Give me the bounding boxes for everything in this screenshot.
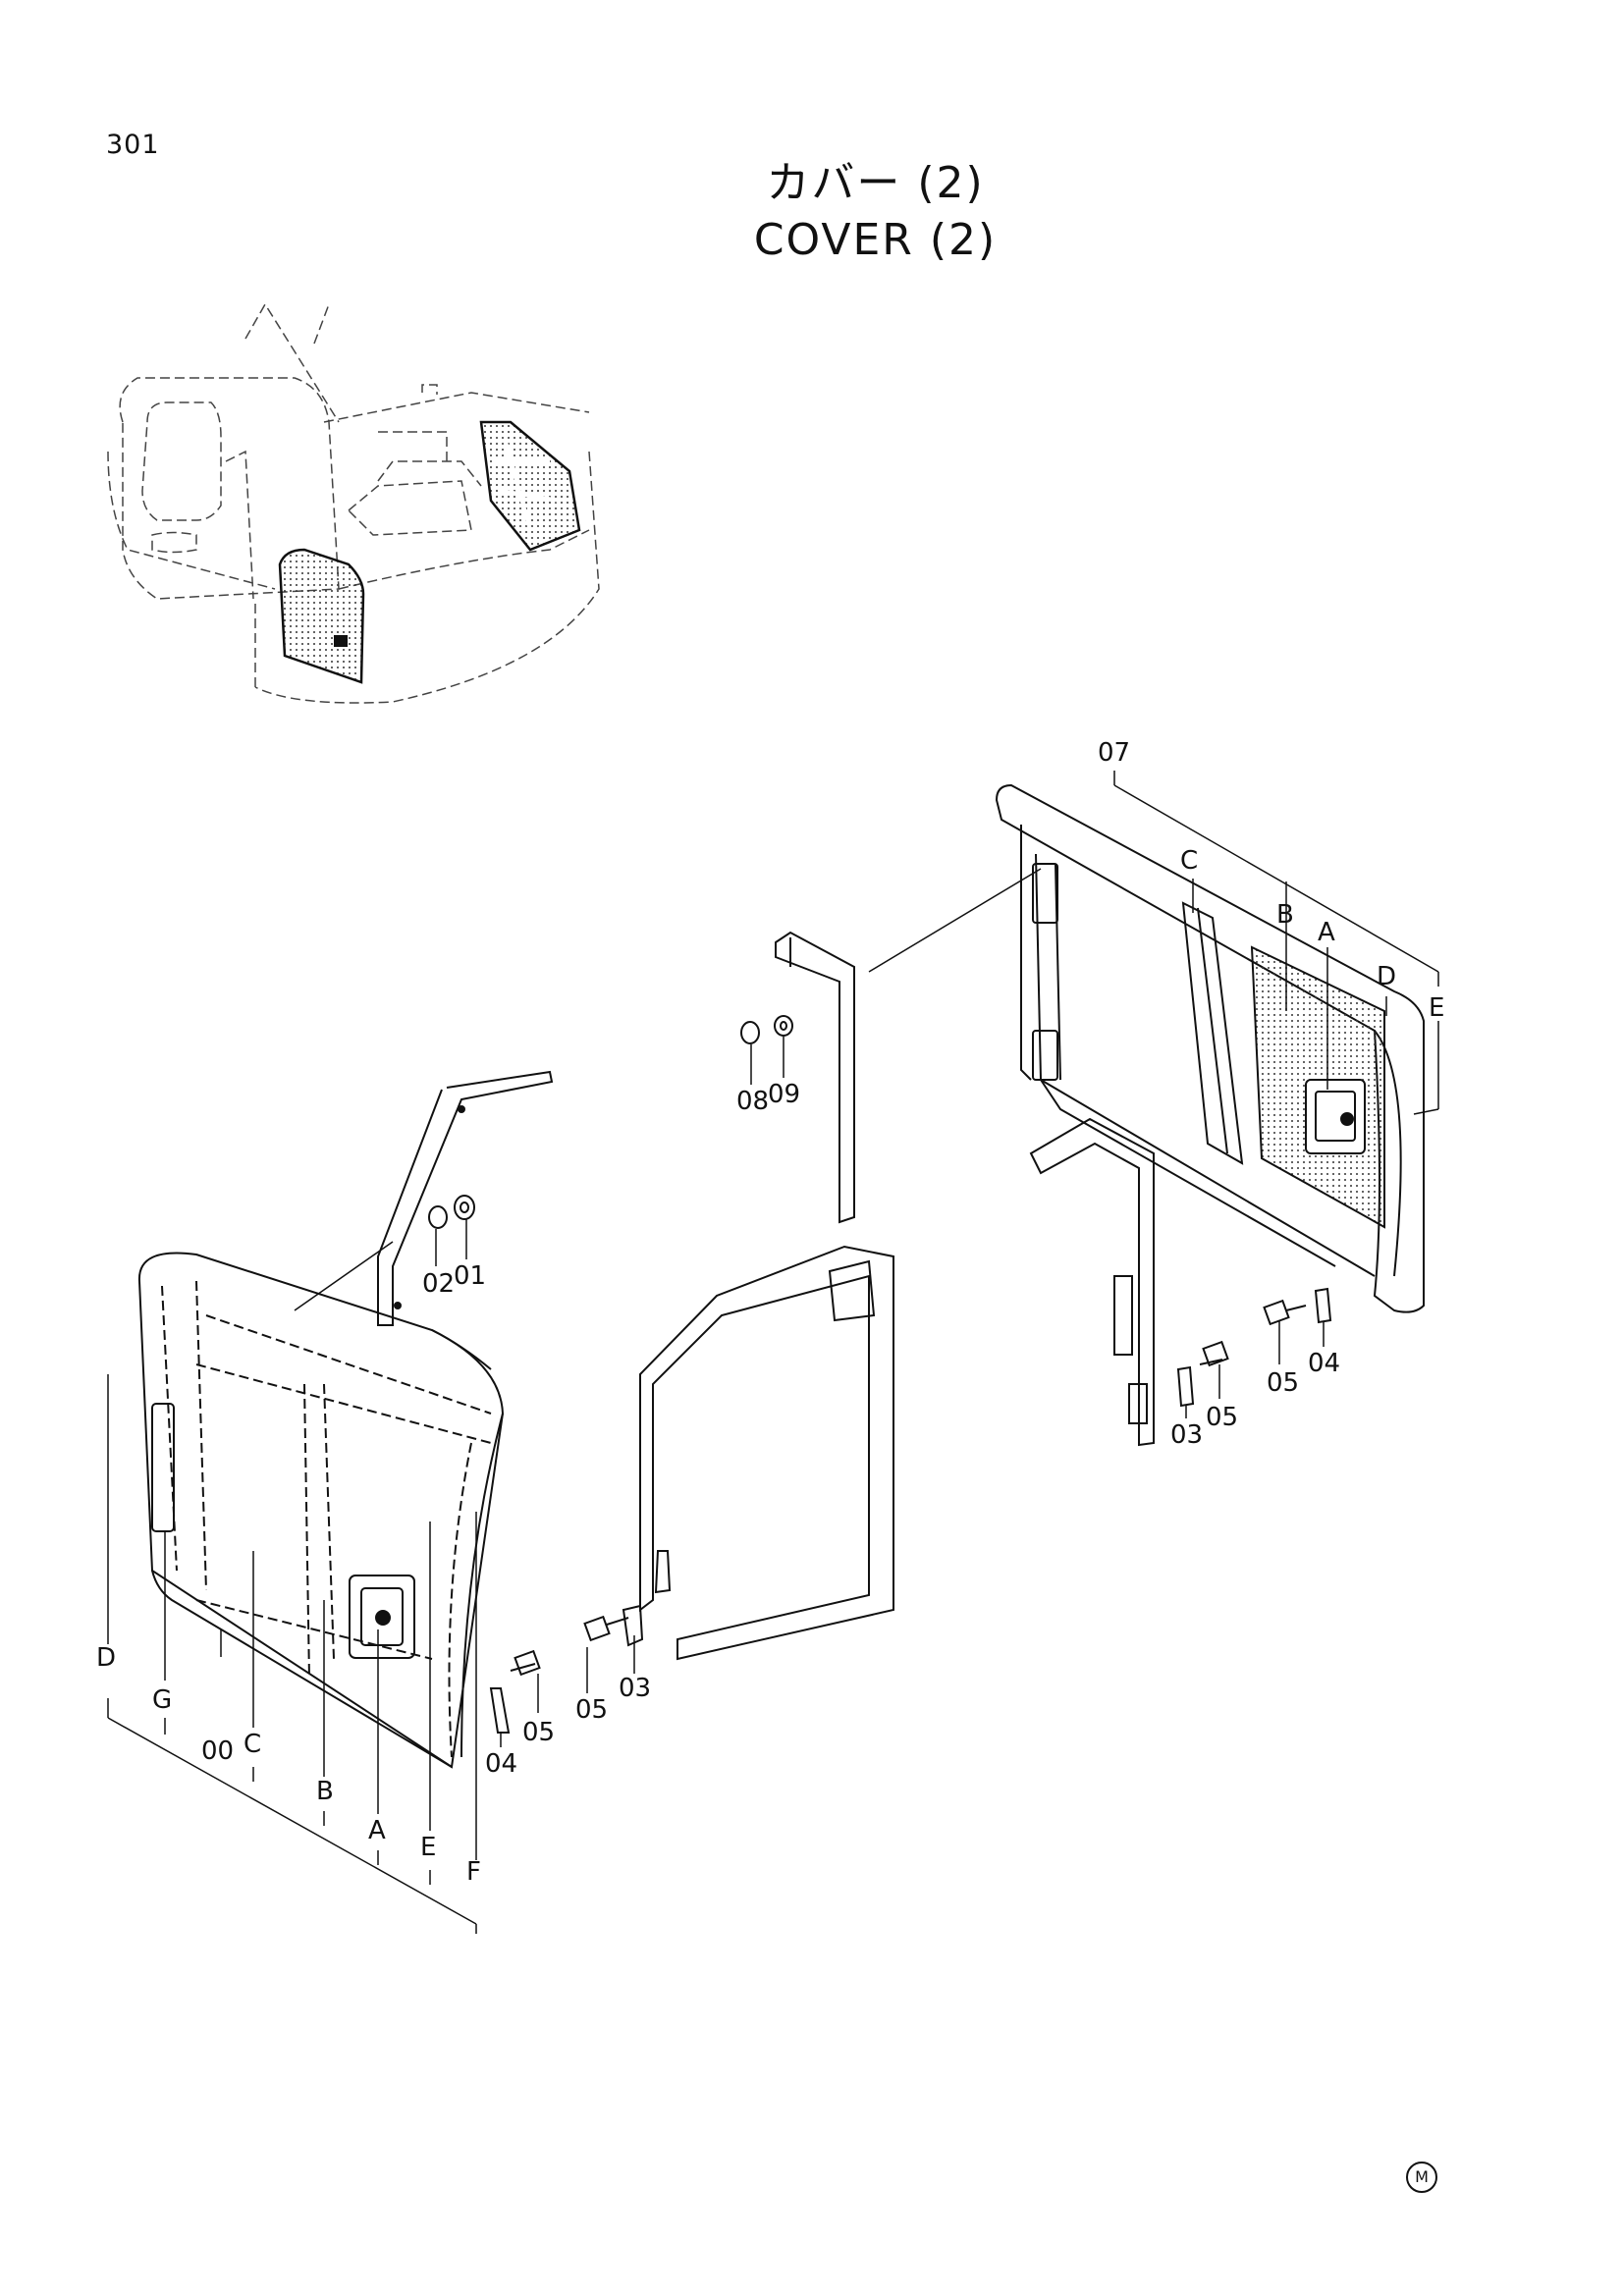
callout-left-C: C [243,1730,261,1759]
callout-right-A: A [1318,918,1335,947]
callout-left-F: F [466,1857,481,1887]
callout-left-00: 00 [201,1736,234,1766]
left-callout-labels: D G 00 C B A E F 04 05 05 03 02 01 [96,1261,651,1887]
title-english: COVER (2) [753,215,998,265]
callout-right-B: B [1276,900,1294,930]
left-callout-leaders [107,1219,635,1934]
highlighted-cover-left [278,548,365,684]
callout-right-E: E [1429,993,1444,1023]
right-cover-latch [1305,1079,1366,1154]
callout-left-03: 03 [619,1674,651,1703]
overview-latch-icon [334,635,348,647]
callout-right-09: 09 [768,1080,800,1109]
callout-left-02: 02 [422,1269,455,1299]
right-lower-bracket [1029,1117,1155,1447]
callout-right-08: 08 [736,1087,769,1116]
left-seal-frame [639,1245,894,1661]
callout-left-04: 04 [485,1749,517,1779]
right-hardware [1176,1287,1332,1408]
left-stay-bracket [377,1070,554,1326]
page-number: 301 [106,130,160,160]
callout-left-B: B [316,1777,334,1806]
callout-left-E: E [420,1833,436,1862]
callout-right-05a: 05 [1206,1403,1238,1432]
highlighted-cover-right [479,420,581,552]
right-callout-leaders [750,771,1439,1418]
left-cover-panel [137,1252,505,1769]
left-hardware [489,1550,672,1734]
title-japanese: カバー (2) [766,158,985,208]
callout-left-G: G [152,1685,172,1715]
left-cover-latch [349,1575,415,1659]
callout-left-D: D [96,1643,116,1673]
callout-right-C: C [1180,846,1198,876]
right-nut-washer [740,1015,793,1044]
callout-left-01: 01 [454,1261,486,1291]
callout-left-05b: 05 [575,1695,608,1725]
right-callout-labels: 07 C B A D E 08 09 03 05 05 04 [736,738,1444,1450]
callout-right-03: 03 [1170,1420,1203,1450]
callout-right-05b: 05 [1267,1368,1299,1398]
callout-right-07: 07 [1098,738,1130,768]
manufacturer-mark: M [1406,2162,1437,2193]
right-stay-bracket [775,931,855,1224]
callout-left-05a: 05 [522,1718,555,1747]
callout-left-A: A [368,1816,386,1845]
callout-right-D: D [1377,962,1396,991]
callout-right-04: 04 [1308,1349,1340,1378]
machine-overview-sketch [107,302,600,704]
title-block: カバー (2) COVER (2) [0,155,1623,269]
left-nut-washer [428,1195,475,1229]
